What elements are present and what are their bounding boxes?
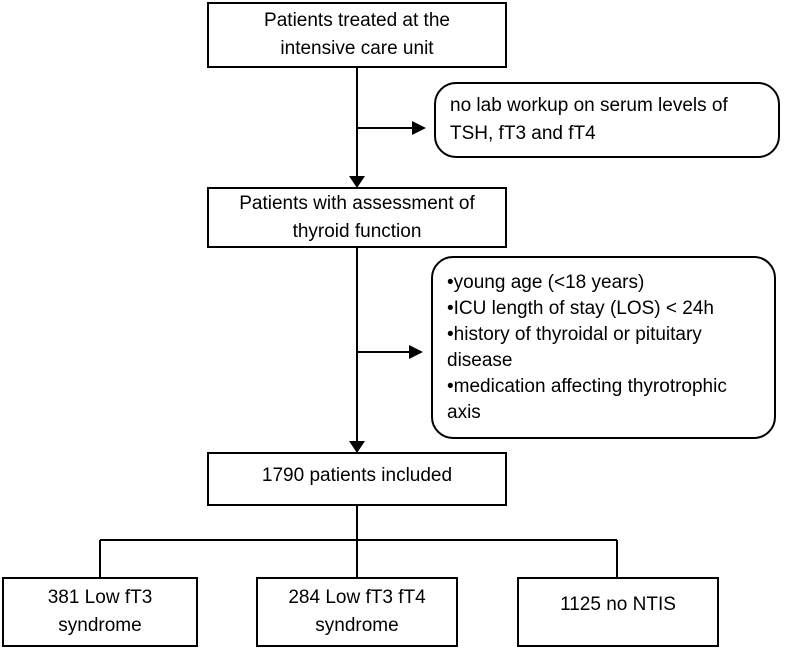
low-ft3-ft4-box: 284 Low fT3 fT4 syndrome: [256, 577, 458, 647]
included-box: 1790 patients included: [207, 452, 507, 506]
low-ft3-ft4-label: 284 Low fT3 fT4 syndrome: [288, 587, 426, 636]
criterion-medication: •medication affecting thyrotrophic axis: [447, 375, 727, 423]
criterion-thyroid-history: •history of thyroidal or pituitary disea…: [447, 323, 702, 371]
arrowhead-assessment: [349, 176, 365, 188]
no-lab-exclusion-box: no lab workup on serum levels of TSH, fT…: [434, 82, 780, 158]
arrowhead-criteria: [409, 345, 423, 359]
criterion-young-age: •young age (<18 years): [447, 271, 645, 293]
low-ft3-label: 381 Low fT3 syndrome: [47, 587, 153, 636]
arrowhead-included: [349, 441, 365, 453]
assessment-label: Patients with assessment of thyroid func…: [239, 192, 475, 242]
exclusion-criteria-box: •young age (<18 years) •ICU length of st…: [431, 256, 776, 439]
arrowhead-no-lab: [412, 121, 426, 135]
no-ntis-label: 1125 no NTIS: [560, 594, 676, 615]
no-lab-exclusion-label: no lab workup on serum levels of TSH, fT…: [450, 95, 728, 144]
assessment-box: Patients with assessment of thyroid func…: [207, 187, 507, 248]
icu-patients-label: Patients treated at the intensive care u…: [264, 10, 450, 59]
included-label: 1790 patients included: [261, 465, 453, 486]
low-ft3-box: 381 Low fT3 syndrome: [2, 577, 198, 647]
criterion-icu-los: •ICU length of stay (LOS) < 24h: [447, 297, 714, 319]
no-ntis-box: 1125 no NTIS: [517, 577, 719, 647]
icu-patients-box: Patients treated at the intensive care u…: [207, 2, 507, 68]
